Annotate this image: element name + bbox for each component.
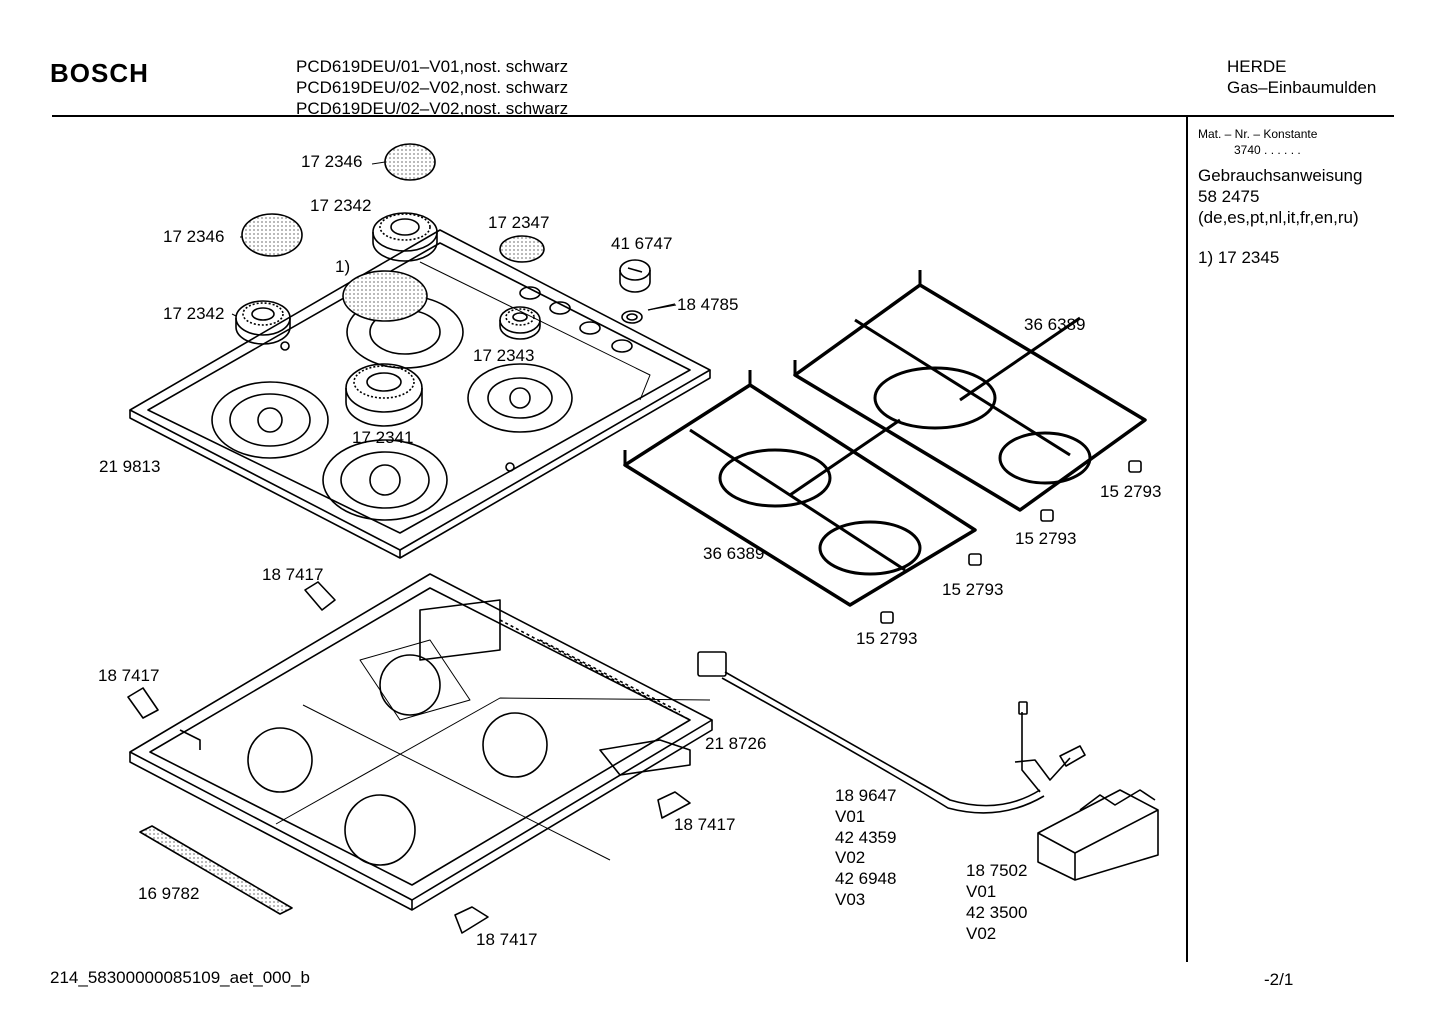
part-label: V02 (835, 848, 865, 867)
leader-lines (231, 161, 677, 317)
part-label: 15 2793 (856, 629, 917, 648)
part-label: V01 (966, 882, 996, 901)
model-list: PCD619DEU/01–V01,nost. schwarz PCD619DEU… (296, 56, 568, 119)
cable-harness (697, 651, 1086, 814)
page-number: -2/1 (1264, 970, 1294, 989)
part-label: 18 7417 (262, 565, 323, 584)
part-label: 17 2347 (488, 213, 549, 232)
manual-info: Gebrauchsanweisung 58 2475 (de,es,pt,nl,… (1198, 165, 1362, 228)
mat-value: 3740 . . . . . . (1234, 143, 1301, 157)
part-label: 15 2793 (942, 580, 1003, 599)
seal-strip (139, 825, 293, 915)
part-label: 18 7417 (98, 666, 159, 685)
part-label: 18 7502 (966, 861, 1027, 880)
part-label: 17 2346 (163, 227, 224, 246)
document-code: 214_58300000085109_aet_000_b (50, 968, 310, 987)
part-label: 17 2342 (163, 304, 224, 323)
manual-title: Gebrauchsanweisung (1198, 166, 1363, 185)
model-line: PCD619DEU/02–V02,nost. schwarz (296, 99, 569, 118)
category-block: HERDE Gas–Einbaumulden (1227, 56, 1376, 98)
subcategory: Gas–Einbaumulden (1227, 78, 1377, 97)
part-label: V02 (966, 924, 996, 943)
mat-label: Mat. – Nr. – Konstante (1198, 127, 1318, 141)
category: HERDE (1227, 57, 1287, 76)
part-label: 15 2793 (1100, 482, 1161, 501)
part-label: 21 8726 (705, 734, 766, 753)
hob-top-tray (129, 229, 711, 559)
sidebar: Mat. – Nr. – Konstante 3740 . . . . . . … (1198, 127, 1362, 268)
ignition-module (1037, 789, 1159, 881)
lower-housing (129, 573, 713, 911)
pan-support-left (623, 370, 977, 607)
manual-number: 58 2475 (1198, 187, 1260, 206)
part-label: 21 9813 (99, 457, 160, 476)
part-label: 18 7417 (674, 815, 735, 834)
mounting-clips (127, 581, 691, 934)
manual-languages: (de,es,pt,nl,it,fr,en,ru) (1198, 208, 1359, 227)
sidebar-rule (1186, 117, 1188, 962)
part-label: V03 (835, 890, 865, 909)
part-label: 36 6389 (703, 544, 764, 563)
burner-heads (235, 212, 541, 427)
pan-support-right (793, 270, 1147, 512)
part-labels: 17 2346 17 2342 17 2347 17 2346 1) 41 67… (98, 152, 1161, 949)
part-label: 42 4359 (835, 828, 896, 847)
control-knob (619, 259, 676, 324)
part-label: 36 6389 (1024, 315, 1085, 334)
model-line: PCD619DEU/02–V02,nost. schwarz (296, 78, 569, 97)
part-label: 18 4785 (677, 295, 738, 314)
part-label: 16 9782 (138, 884, 199, 903)
part-label: V01 (835, 807, 865, 826)
part-label: 17 2341 (352, 428, 413, 447)
part-label: 42 3500 (966, 903, 1027, 922)
part-label: 1) (335, 257, 350, 276)
header-rule (52, 115, 1394, 117)
part-label: 17 2346 (301, 152, 362, 171)
burner-caps (241, 143, 545, 322)
rubber-feet (880, 460, 1142, 624)
model-line: PCD619DEU/01–V01,nost. schwarz (296, 57, 569, 76)
part-label: 41 6747 (611, 234, 672, 253)
brand-logo: BOSCH (50, 58, 149, 88)
part-label: 18 7417 (476, 930, 537, 949)
part-label: 42 6948 (835, 869, 896, 888)
part-label: 18 9647 (835, 786, 896, 805)
part-label: 17 2343 (473, 346, 534, 365)
part-label: 15 2793 (1015, 529, 1076, 548)
part-label: 17 2342 (310, 196, 371, 215)
footnote: 1) 17 2345 (1198, 248, 1280, 267)
